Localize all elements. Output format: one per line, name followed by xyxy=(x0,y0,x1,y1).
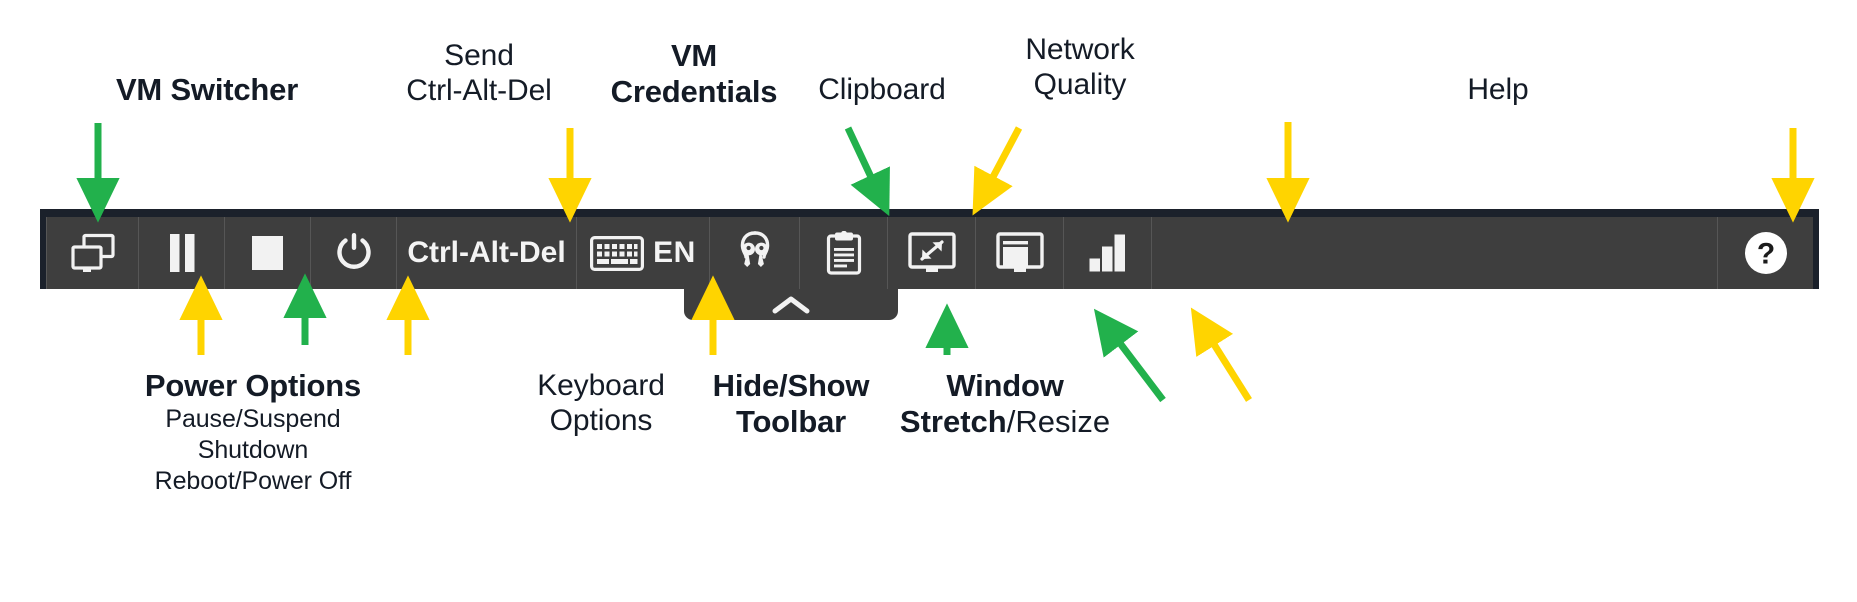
annotation-power-options-sub1: Pause/Suspend xyxy=(165,405,341,434)
monitor-resize-icon xyxy=(995,232,1044,274)
toolbar-button-window-stretch[interactable] xyxy=(888,217,976,289)
toolbar-button-send-ctrl-alt-del[interactable]: Ctrl-Alt-Del xyxy=(397,217,577,289)
annotation-vm-switcher-line1: VM Switcher xyxy=(115,72,299,107)
toolbar-button-vm-credentials[interactable] xyxy=(710,217,800,289)
annotation-power-options: Power Options Pause/Suspend Shutdown Reb… xyxy=(78,368,428,497)
annotation-window-line1: Window xyxy=(946,368,1064,403)
toolbar-keyboard-language-label: EN xyxy=(653,236,696,269)
annotation-send-ctrl-alt-del: Send Ctrl-Alt-Del xyxy=(305,38,653,108)
clipboard-icon xyxy=(826,231,862,275)
two-monitors-icon xyxy=(70,233,116,273)
signal-bars-icon xyxy=(1088,234,1128,272)
annotation-window-resize: /Resize xyxy=(1006,404,1111,440)
toolbar-button-pause-suspend[interactable] xyxy=(139,217,225,289)
toolbar-button-ctrl-alt-del-label: Ctrl-Alt-Del xyxy=(407,236,566,269)
annotation-power-options-sub3: Reboot/Power Off xyxy=(154,467,352,496)
arrow-window-resize xyxy=(1190,307,1252,402)
toolbar-empty-space xyxy=(1152,217,1718,289)
svg-text:?: ? xyxy=(1756,238,1774,271)
annotation-network-line1: Network xyxy=(1025,33,1135,66)
keyboard-icon xyxy=(590,235,645,271)
toolbar-button-power-off[interactable] xyxy=(311,217,397,289)
annotation-send-line2: Ctrl-Alt-Del xyxy=(406,74,552,108)
stop-square-icon xyxy=(251,236,284,270)
annotation-hide-show-line2: Toolbar xyxy=(736,404,846,440)
toolbar-button-window-resize[interactable] xyxy=(976,217,1064,289)
annotation-power-options-title: Power Options xyxy=(144,368,362,403)
annotation-window-stretch: Stretch xyxy=(899,404,1007,440)
annotation-send-line1: Send xyxy=(444,39,514,72)
annotation-network-line2: Quality xyxy=(1033,68,1127,102)
toolbar-button-keyboard-options[interactable]: EN xyxy=(577,217,710,289)
toolbar-button-shutdown[interactable] xyxy=(225,217,311,289)
annotation-help: Help xyxy=(1324,72,1672,107)
annotation-vm-credentials-line1: VM xyxy=(670,38,718,73)
annotation-vm-credentials: VM Credentials xyxy=(520,38,868,111)
annotation-vm-credentials-line2: Credentials xyxy=(610,74,778,110)
chevron-up-icon xyxy=(771,294,811,316)
question-circle-icon: ? xyxy=(1744,231,1788,275)
toolbar-button-row: Ctrl-Alt-Del xyxy=(46,217,1813,289)
annotation-power-options-sub2: Shutdown xyxy=(197,436,309,465)
toolbar-button-vm-switcher[interactable] xyxy=(46,217,139,289)
hide-show-toolbar-tab[interactable] xyxy=(684,289,898,320)
toolbar-button-network-quality[interactable] xyxy=(1064,217,1152,289)
annotation-clipboard: Clipboard xyxy=(712,72,1052,107)
arrow-clipboard xyxy=(972,126,1023,216)
monitor-expand-icon xyxy=(907,232,956,274)
annotation-help-line1: Help xyxy=(1467,73,1529,106)
keys-icon xyxy=(733,231,777,275)
pause-icon xyxy=(167,234,197,272)
toolbar-button-help[interactable]: ? xyxy=(1718,217,1813,289)
annotation-keyboard-line1: Keyboard xyxy=(537,369,665,402)
annotation-keyboard-options: Keyboard Options xyxy=(431,368,771,438)
annotation-hide-show-line1: Hide/Show xyxy=(712,368,870,403)
arrow-vm-credentials xyxy=(844,126,890,217)
annotation-keyboard-line2: Options xyxy=(549,404,653,438)
annotation-hide-show-toolbar: Hide/Show Toolbar xyxy=(621,368,961,441)
annotation-network-quality: Network Quality xyxy=(906,32,1254,102)
toolbar-button-clipboard[interactable] xyxy=(800,217,888,289)
annotation-window-stretch-resize: Window Stretch/Resize xyxy=(835,368,1175,441)
power-icon xyxy=(334,232,374,274)
annotation-clipboard-line1: Clipboard xyxy=(818,73,946,106)
vm-console-toolbar: Ctrl-Alt-Del xyxy=(40,209,1819,289)
annotation-vm-switcher: VM Switcher xyxy=(24,72,390,108)
